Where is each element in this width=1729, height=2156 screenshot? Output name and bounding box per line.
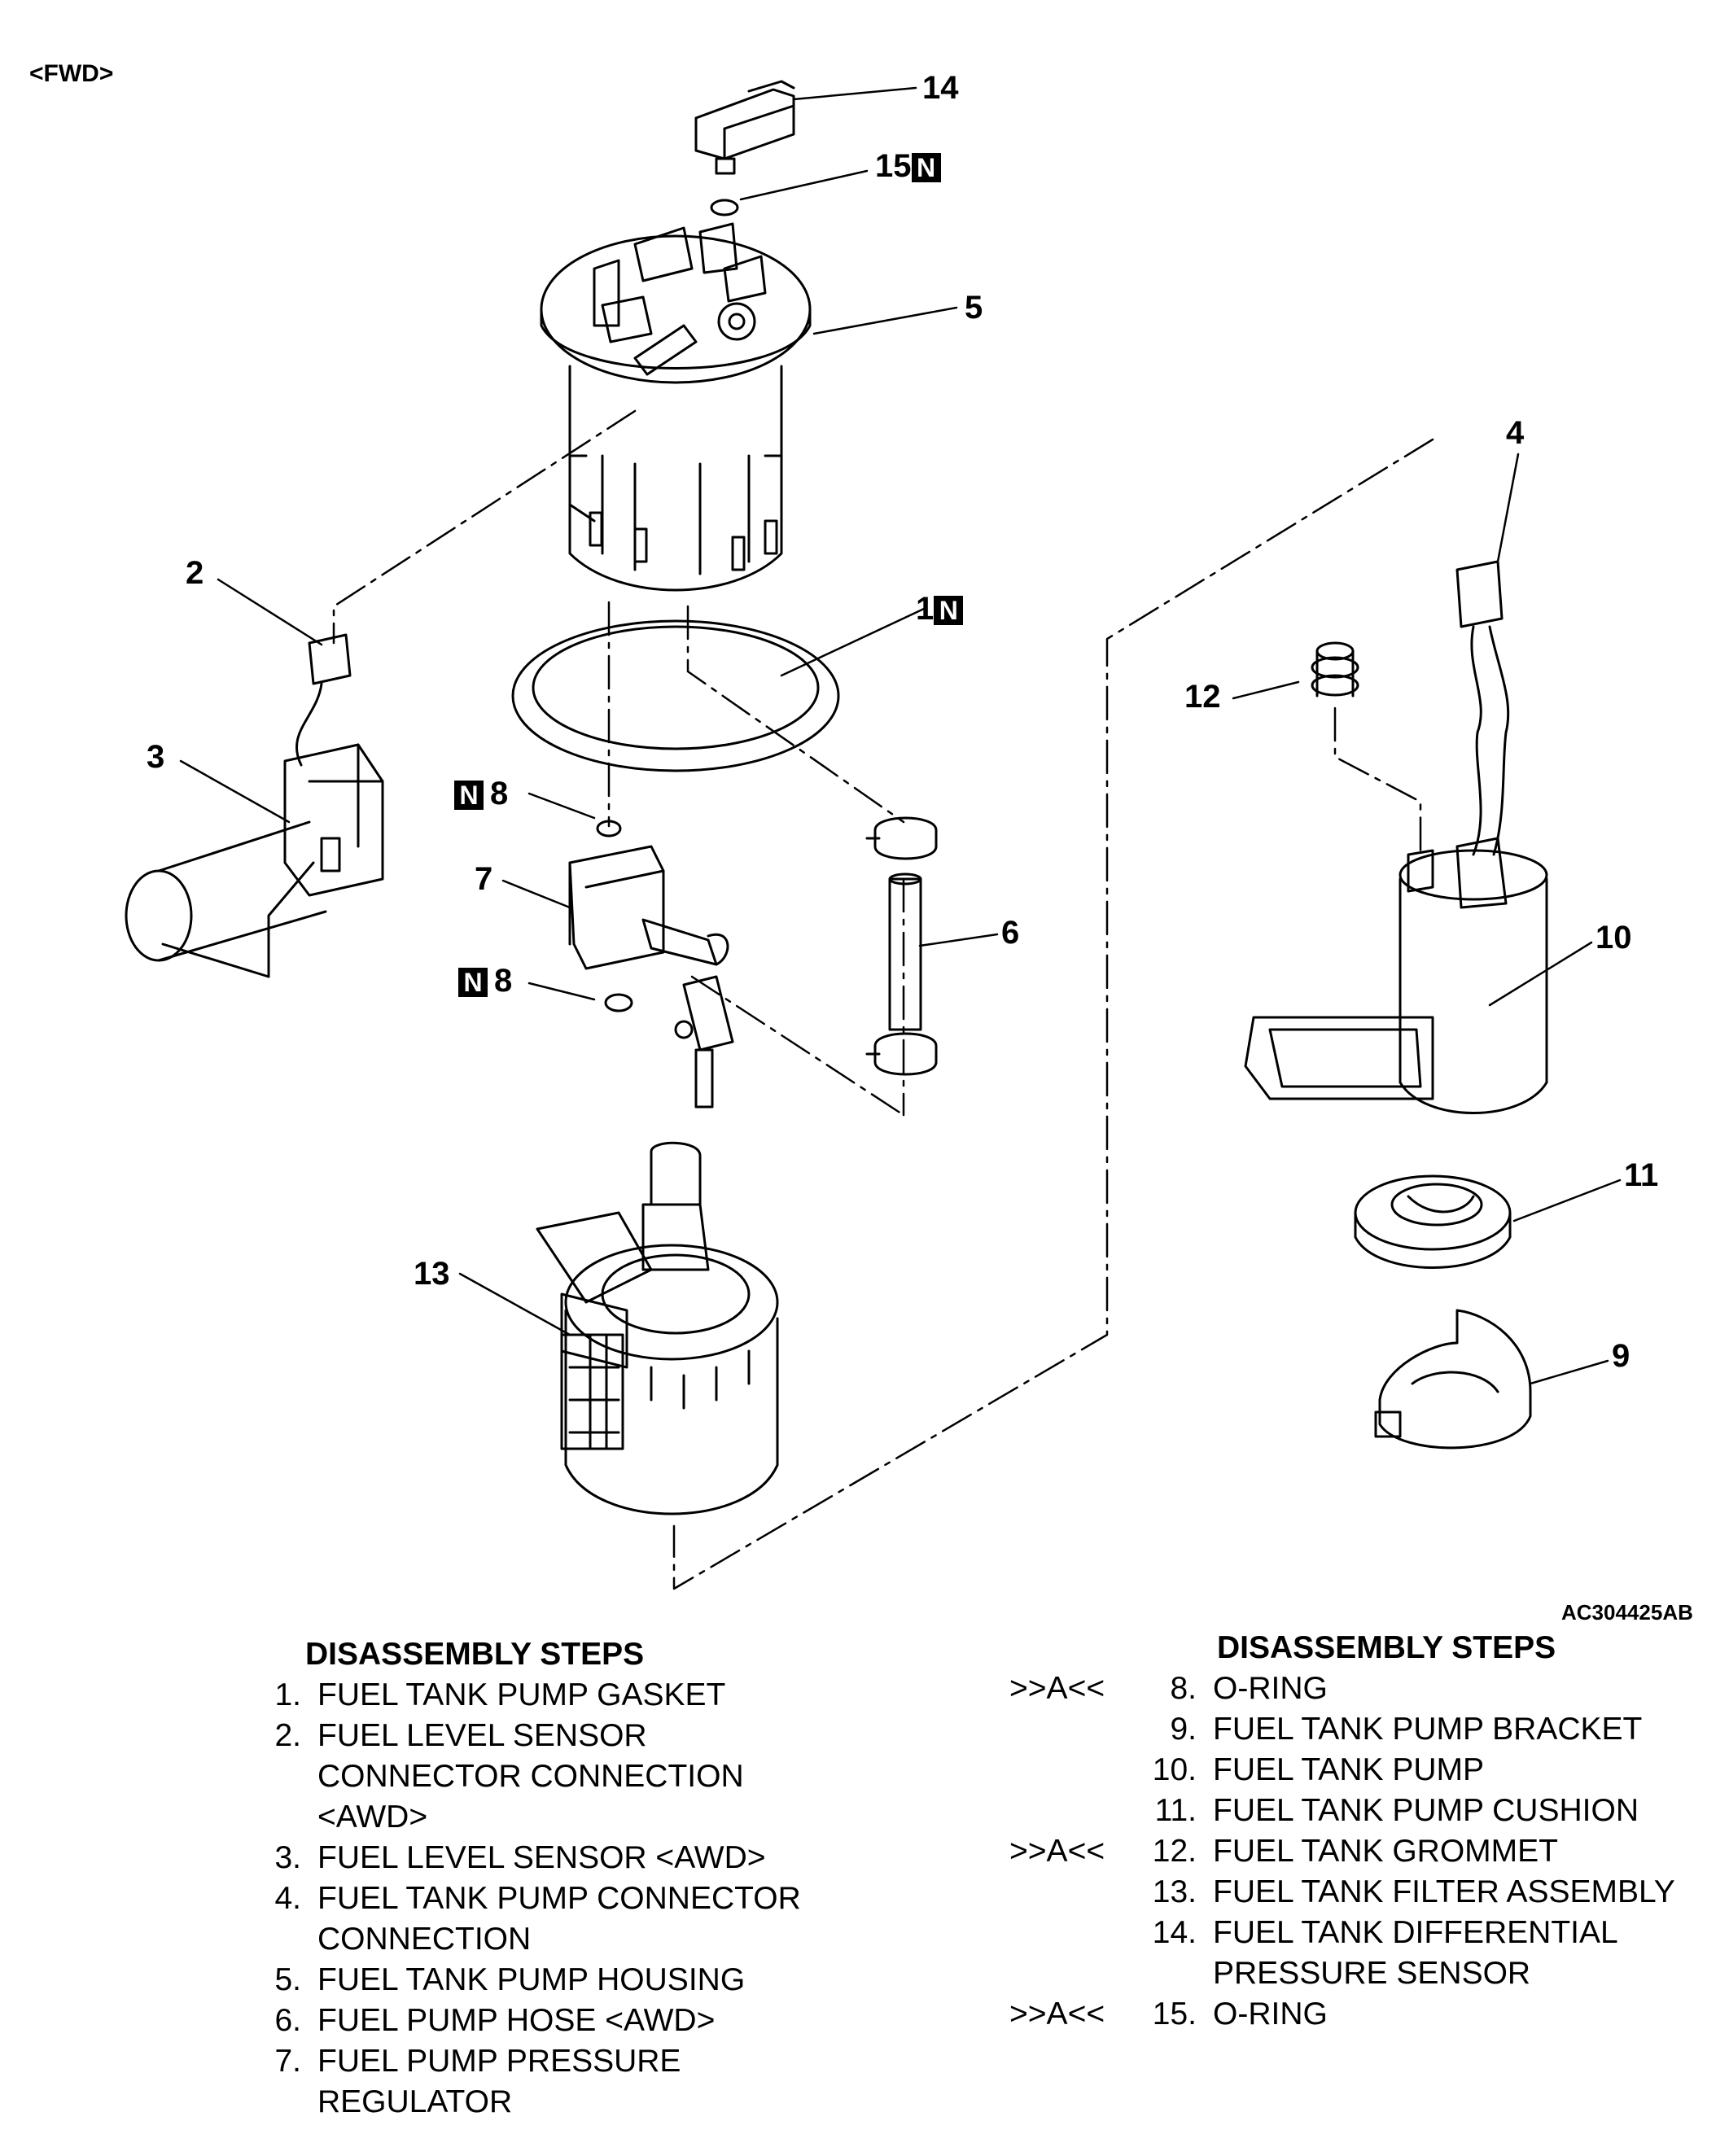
pump-housing-part (540, 222, 812, 592)
steps-heading: DISASSEMBLY STEPS (1217, 1630, 1556, 1665)
level-sensor-part (125, 633, 384, 978)
pressure-sensor-part (694, 80, 795, 175)
fuel-tank-pump-part (1244, 560, 1548, 1114)
o-ring-8-upper (596, 820, 622, 837)
gasket-part (511, 619, 840, 772)
callout-2: 2 (186, 555, 204, 591)
step-marker (1009, 1709, 1140, 1750)
callout-13: 13 (414, 1256, 450, 1292)
fwd-label: <FWD> (29, 60, 114, 87)
o-ring-15 (710, 199, 739, 216)
step-row: >>A<<8.O-RING (1009, 1668, 1718, 1709)
fuel-pump-hose-part (865, 816, 938, 1076)
step-row: >>A<<15.O-RING (1009, 1994, 1718, 2035)
leader-lines (179, 86, 1622, 1385)
step-marker: >>A<< (1009, 1671, 1105, 1706)
step-row: 5.FUEL TANK PUMP HOUSING (274, 1962, 746, 1997)
disassembly-steps-right: DISASSEMBLY STEPS >>A<<8.O-RING 9.FUEL T… (1009, 1628, 1718, 2035)
step-marker: >>A<< (1009, 1996, 1105, 2031)
step-row: 9.FUEL TANK PUMP BRACKET (1009, 1709, 1718, 1750)
callout-14: 14 (922, 70, 959, 106)
callout-3: 3 (147, 739, 165, 775)
step-marker (1009, 1791, 1140, 1831)
steps-heading: DISASSEMBLY STEPS (305, 1637, 645, 1672)
pump-bracket-part (1374, 1309, 1532, 1450)
step-row: 6.FUEL PUMP HOSE <AWD> (274, 2003, 716, 2038)
figure-code: AC304425AB (1561, 1600, 1693, 1625)
step-row: 10.FUEL TANK PUMP (1009, 1750, 1718, 1791)
callout-9: 9 (1612, 1338, 1631, 1374)
o-ring-8-lower (604, 993, 633, 1012)
new-part-badge: N (934, 596, 964, 626)
filter-assembly-part (536, 1141, 779, 1515)
step-marker (1009, 1913, 1140, 1994)
step-row: 7.FUEL PUMP PRESSURE REGULATOR (274, 2044, 681, 2119)
exploded-parts-diagram (125, 80, 1622, 1590)
disassembly-steps-left: DISASSEMBLY STEPS 1.FUEL TANK PUMP GASKE… (212, 1634, 879, 2123)
step-marker: >>A<< (1009, 1834, 1105, 1869)
step-row: 1.FUEL TANK PUMP GASKET (274, 1677, 726, 1712)
assembly-centerlines (332, 409, 1434, 1590)
new-part-badge: N (454, 781, 484, 811)
step-row: >>A<<12.FUEL TANK GROMMET (1009, 1831, 1718, 1872)
callout-12: 12 (1184, 679, 1221, 715)
step-row: 4.FUEL TANK PUMP CONNECTOR CONNECTION (274, 1881, 801, 1957)
callout-11: 11 (1624, 1157, 1659, 1193)
step-marker (1009, 1872, 1140, 1913)
callout-6: 6 (1001, 915, 1020, 951)
callout-5: 5 (965, 290, 983, 326)
new-part-badge: N (911, 153, 941, 183)
step-marker (1009, 1750, 1140, 1791)
step-row: 13.FUEL TANK FILTER ASSEMBLY (1009, 1872, 1718, 1913)
step-row: 3.FUEL LEVEL SENSOR <AWD> (274, 1840, 766, 1875)
pump-cushion-part (1354, 1174, 1512, 1269)
step-row: 14.FUEL TANK DIFFERENTIAL PRESSURE SENSO… (1009, 1913, 1718, 1994)
step-row: 11.FUEL TANK PUMP CUSHION (1009, 1791, 1718, 1831)
new-part-badge: N (458, 968, 488, 998)
callout-4: 4 (1506, 415, 1525, 451)
callout-7: 7 (475, 861, 493, 897)
step-row: 2.FUEL LEVEL SENSOR CONNECTOR CONNECTION… (274, 1718, 744, 1835)
pressure-regulator-part (568, 845, 734, 1109)
callout-10: 10 (1595, 920, 1632, 956)
grommet-part (1311, 641, 1359, 698)
